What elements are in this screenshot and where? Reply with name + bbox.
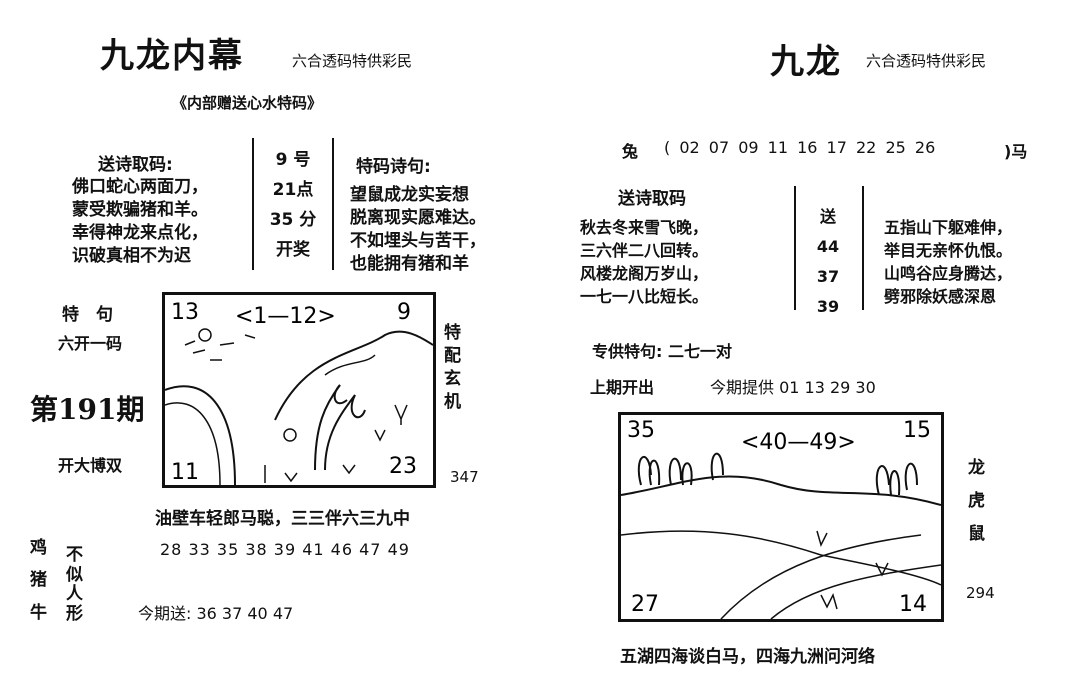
right-poem-label: 送诗取码	[618, 189, 686, 209]
animals: 鸡 猪 牛	[30, 532, 47, 629]
sketch-number-br: 14	[899, 592, 927, 617]
divider-line	[332, 138, 334, 270]
sketch-number-tl: 13	[171, 300, 199, 325]
left-verse: 油壁车轻郎马聪，三三伴六三九中	[155, 509, 410, 529]
side-animal-char: 虎	[968, 491, 985, 512]
right-poem2-line: 山鸣谷应身腾达，	[884, 264, 1013, 283]
bu-si-char: 似	[66, 564, 83, 585]
song-label: 送	[819, 207, 836, 226]
animal-char: 猪	[30, 570, 47, 591]
left-poem-line: 蒙受欺骗猪和羊。	[72, 200, 208, 220]
left-poem-label: 送诗取码:	[98, 155, 173, 175]
draw-info-minute: 35 分	[269, 210, 317, 230]
right-poem2-line: 五指山下躯难伸，	[884, 218, 1013, 237]
tema-label: 特码诗句:	[356, 157, 431, 177]
right-poem2-line: 劈邪除妖感深恩	[884, 287, 997, 306]
side-char: 机	[444, 391, 461, 412]
bu-si-char: 不	[66, 545, 83, 565]
bu-si-char: 人	[66, 584, 83, 605]
animal-char: 牛	[30, 602, 47, 623]
right-poem-line: 秋去冬来雪飞晚，	[580, 218, 709, 237]
divider-line	[862, 186, 864, 310]
tema-poem: 望鼠成龙实妄想 脱离现实愿难达。 不如埋头与苦干， 也能拥有猪和羊	[350, 184, 486, 276]
right-sketch: 35 <40—49> 15 27 14	[618, 412, 944, 622]
num-347: 347	[450, 468, 479, 486]
draw-info: 9 号 21点 35 分 开奖	[260, 145, 326, 265]
song-column: 送 44 37 39	[800, 202, 856, 322]
left-sketch-drawing: 13 <1—12> 9 11 23	[164, 300, 434, 486]
left-poem: 佛口蛇心两面刀， 蒙受欺骗猪和羊。 幸得神龙来点化， 识破真相不为迟	[72, 176, 208, 268]
animal-char: 鸡	[30, 538, 47, 558]
side-char: 配	[444, 345, 461, 366]
draw-info-hour: 21点	[272, 180, 314, 200]
divider-line	[252, 138, 254, 270]
right-poem-line: 风楼龙阁万岁山，	[580, 264, 709, 283]
right-poem: 秋去冬来雪飞晚， 三六伴二八回转。 风楼龙阁万岁山， 一七一八比短长。	[580, 216, 708, 308]
sketch-number-tr: 9	[397, 300, 411, 325]
sketch-number-tl: 35	[627, 418, 655, 443]
side-animal-char: 龙	[968, 458, 985, 478]
side-vertical: 特 配 玄 机	[444, 322, 461, 414]
jinqi-song: 今期送: 36 37 40 47	[138, 604, 294, 623]
left-poem-line: 识破真相不为迟	[72, 246, 191, 266]
sketch-number-bl: 27	[631, 592, 659, 617]
right-poem-line: 三六伴二八回转。	[580, 241, 709, 260]
divider-line	[794, 186, 796, 310]
left-poem-line: 幸得神龙来点化，	[72, 223, 208, 243]
liu-kai: 六开一码	[58, 334, 123, 353]
song-number: 44	[816, 237, 840, 256]
song-number: 37	[816, 267, 840, 286]
draw-info-number: 9 号	[275, 150, 311, 170]
song-number: 39	[816, 297, 840, 316]
side-animal-char: 鼠	[968, 524, 985, 545]
right-title: 九龙	[770, 42, 842, 82]
te-ju: 特 句	[62, 305, 113, 325]
side-char: 特	[444, 323, 461, 343]
right-poem2: 五指山下躯难伸， 举目无亲怀仇恨。 山鸣谷应身腾达， 劈邪除妖感深恩	[884, 216, 1012, 308]
sketch-number-tr: 15	[903, 418, 931, 443]
left-sketch: 13 <1—12> 9 11 23	[162, 292, 436, 488]
side-animals: 龙 虎 鼠	[968, 452, 985, 551]
bu-si-char: 形	[66, 603, 83, 624]
left-poem-line: 佛口蛇心两面刀，	[72, 177, 208, 197]
bu-si-ren-xing: 不 似 人 形	[66, 545, 83, 624]
right-subtitle: 六合透码特供彩民	[866, 52, 987, 70]
row-numbers: ( 02 07 09 11 16 17 22 25 26	[664, 138, 936, 157]
left-title: 九龙内幕	[100, 36, 244, 76]
right-poem-line: 一七一八比短长。	[580, 287, 709, 306]
left-subtitle: 六合透码特供彩民	[292, 52, 413, 70]
kai-da: 开大博双	[58, 456, 123, 475]
tema-line: 不如埋头与苦干，	[350, 231, 486, 251]
right-sketch-drawing: 35 <40—49> 15 27 14	[620, 418, 942, 620]
tu-label: 兔	[622, 142, 639, 161]
draw-info-label: 开奖	[276, 240, 310, 260]
ma-label: )马	[1004, 142, 1028, 161]
sketch-range: <40—49>	[741, 430, 856, 455]
jinqi-tigong: 今期提供 01 13 29 30	[710, 378, 876, 397]
sketch-range: <1—12>	[235, 304, 336, 329]
tema-line: 望鼠成龙实妄想	[350, 185, 469, 205]
left-numbers: 28 33 35 38 39 41 46 47 49	[160, 540, 410, 559]
sketch-number-br: 23	[389, 454, 417, 479]
zhuan-gong: 专供特句: 二七一对	[592, 342, 732, 361]
right-poem2-line: 举目无亲怀仇恨。	[884, 241, 1013, 260]
tema-line: 也能拥有猪和羊	[350, 254, 469, 274]
num-294: 294	[966, 584, 995, 602]
tema-line: 脱离现实愿难达。	[350, 208, 486, 228]
shangqi-label: 上期开出	[590, 378, 655, 397]
sketch-number-bl: 11	[171, 460, 199, 485]
left-inner-title: 《内部赠送心水特码》	[172, 94, 323, 112]
side-char: 玄	[444, 368, 461, 389]
bottom-verse: 五湖四海谈白马，四海九洲问河络	[620, 647, 875, 667]
issue-number: 第191期	[30, 393, 145, 426]
